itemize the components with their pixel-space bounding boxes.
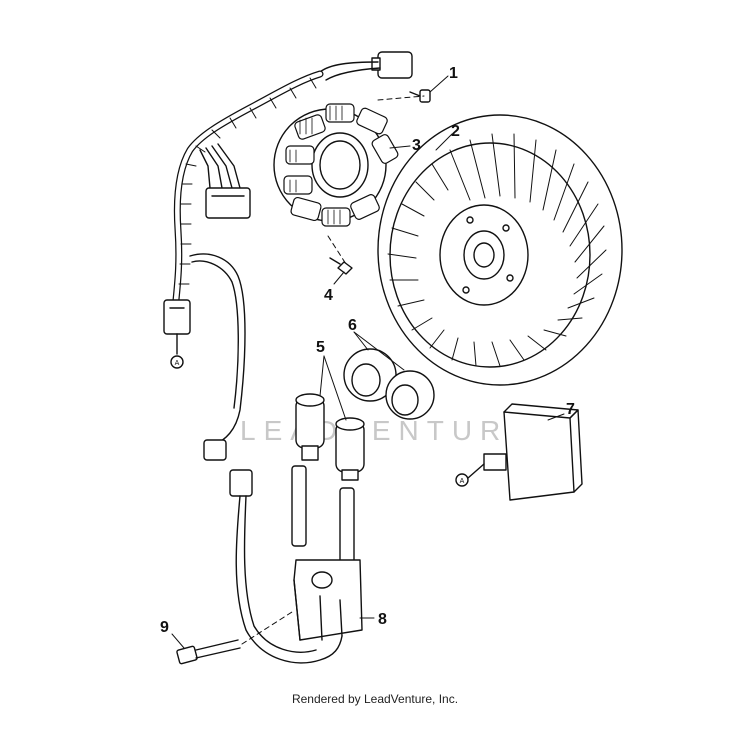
callout-3: 3 xyxy=(412,137,421,154)
ignition-coil xyxy=(291,465,363,641)
callout-8: 8 xyxy=(378,611,387,628)
callout-1: 1 xyxy=(449,65,458,82)
reference-marker-a-left: A xyxy=(170,355,184,369)
svg-text:A: A xyxy=(460,478,465,485)
stator-assembly xyxy=(163,51,413,355)
callout-6: 6 xyxy=(348,317,357,334)
callout-7: 7 xyxy=(566,401,575,418)
callout-5: 5 xyxy=(316,339,325,356)
reference-marker-a-right: A xyxy=(455,473,469,487)
watermark: LEADVENTURE xyxy=(240,415,535,446)
flywheel xyxy=(377,114,623,386)
ignition-harness xyxy=(189,253,343,664)
leader-lines xyxy=(171,75,565,649)
seals xyxy=(343,348,435,420)
screw-4 xyxy=(329,257,353,275)
callout-4: 4 xyxy=(324,287,333,304)
plug-caps xyxy=(295,393,365,481)
footer-credit: Rendered by LeadVenture, Inc. xyxy=(291,692,459,706)
callout-2: 2 xyxy=(451,123,460,140)
cdi-module xyxy=(467,403,583,501)
bolt-9 xyxy=(176,639,241,665)
screw-1 xyxy=(409,89,431,103)
svg-text:A: A xyxy=(175,360,180,367)
callout-9: 9 xyxy=(160,619,169,636)
